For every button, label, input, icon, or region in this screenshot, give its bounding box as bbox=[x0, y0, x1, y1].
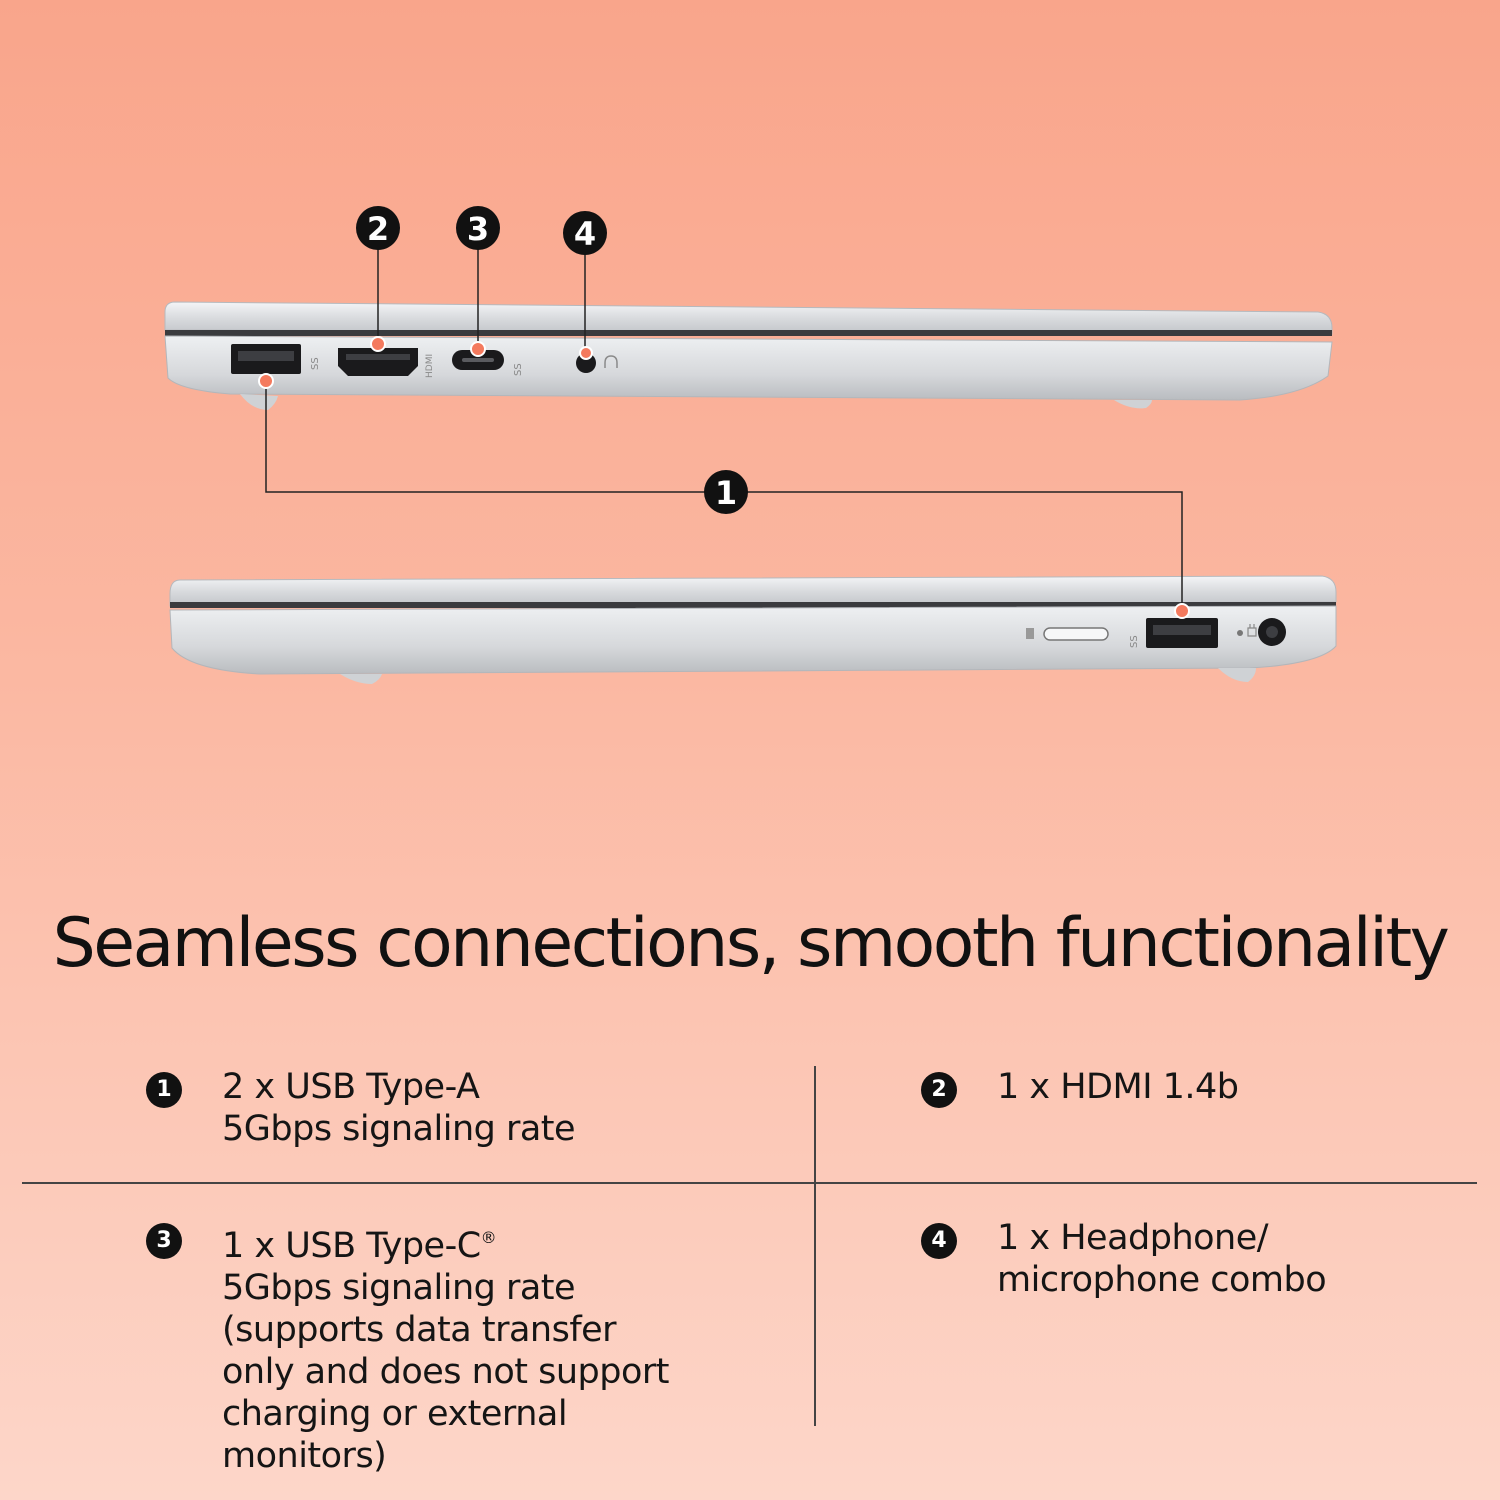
feature-number-badge: 2 bbox=[921, 1072, 957, 1108]
callout-4-label: 4 bbox=[574, 215, 596, 253]
registered-mark: ® bbox=[480, 1228, 497, 1247]
feature-line: (supports data transfer bbox=[222, 1310, 617, 1350]
sd-card-glyph bbox=[1026, 628, 1034, 639]
feature-description: 2 x USB Type-A 5Gbps signaling rate bbox=[222, 1066, 576, 1150]
laptop-left-side: SS HDMI SS bbox=[164, 301, 1333, 410]
feature-line: 1 x USB Type-C® bbox=[222, 1217, 669, 1267]
feature-line: 5Gbps signaling rate bbox=[222, 1268, 576, 1308]
callout-2-label: 2 bbox=[367, 210, 389, 248]
feature-line: charging or external bbox=[222, 1394, 568, 1434]
callout-1-label: 1 bbox=[715, 474, 737, 512]
grid-divider-vertical bbox=[814, 1066, 816, 1426]
headline: Seamless connections, smooth functionali… bbox=[52, 904, 1450, 983]
feature-line: 2 x USB Type-A bbox=[222, 1067, 480, 1107]
feature-number-badge: 4 bbox=[921, 1223, 957, 1259]
feature-description: 1 x USB Type-C® 5Gbps signaling rate (su… bbox=[222, 1217, 669, 1477]
ss-usb-glyph: SS bbox=[310, 357, 321, 370]
feature-description: 1 x HDMI 1.4b bbox=[997, 1066, 1239, 1108]
feature-description: 1 x Headphone/ microphone combo bbox=[997, 1217, 1327, 1301]
power-port-icon bbox=[1258, 618, 1286, 646]
ss-usb-glyph-right: SS bbox=[1129, 635, 1140, 648]
usb-a-port-icon-right bbox=[1146, 618, 1218, 648]
callout-2: 2 bbox=[356, 206, 400, 250]
callout-3-label: 3 bbox=[467, 210, 489, 248]
power-plug-glyph bbox=[1247, 624, 1257, 637]
callout-lines bbox=[265, 246, 1183, 610]
feature-line: only and does not support bbox=[222, 1352, 669, 1392]
audio-jack-icon bbox=[576, 353, 596, 373]
hdmi-port-icon bbox=[338, 348, 418, 376]
callout-4: 4 bbox=[563, 211, 607, 255]
feature-line: 1 x Headphone/ bbox=[997, 1218, 1269, 1258]
sd-card-slot-icon bbox=[1043, 627, 1109, 641]
headphone-icon bbox=[604, 355, 618, 368]
ss-usbc-glyph: SS bbox=[513, 363, 524, 376]
callout-1: 1 bbox=[704, 470, 748, 514]
feature-line: monitors) bbox=[222, 1436, 387, 1476]
feature-line: microphone combo bbox=[997, 1260, 1327, 1300]
laptop-right-side: SS bbox=[169, 575, 1337, 684]
feature-line-text: 1 x USB Type-C bbox=[222, 1226, 481, 1266]
hdmi-glyph: HDMI bbox=[425, 354, 435, 378]
usb-a-port-icon bbox=[231, 344, 301, 374]
feature-line: 5Gbps signaling rate bbox=[222, 1109, 576, 1149]
usb-c-port-icon bbox=[452, 350, 504, 370]
grid-divider-horizontal bbox=[22, 1182, 1477, 1184]
feature-number-badge: 3 bbox=[146, 1223, 182, 1259]
power-led-icon bbox=[1237, 630, 1243, 636]
feature-number-badge: 1 bbox=[146, 1072, 182, 1108]
feature-line: 1 x HDMI 1.4b bbox=[997, 1067, 1239, 1107]
callout-dots bbox=[258, 336, 1190, 619]
callout-3: 3 bbox=[456, 206, 500, 250]
